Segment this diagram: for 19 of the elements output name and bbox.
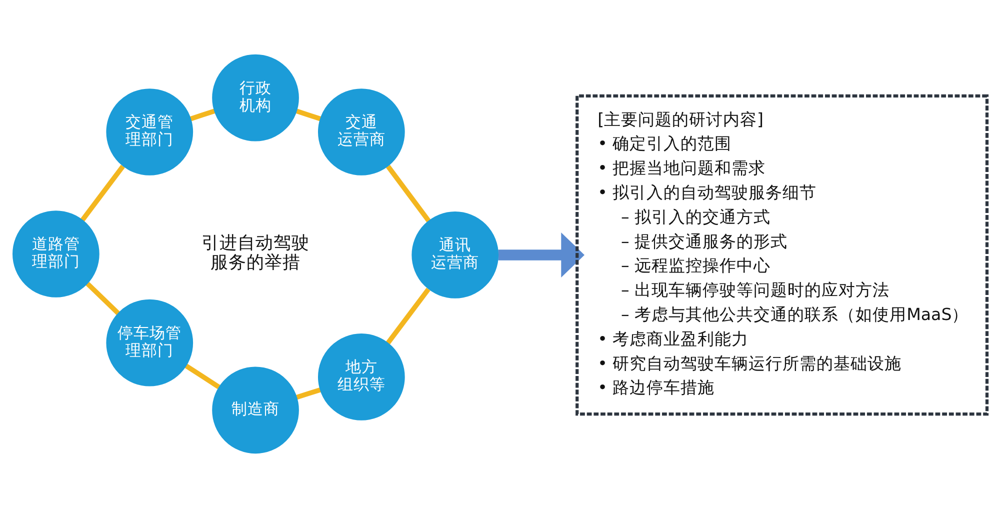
connector	[184, 363, 220, 389]
connector	[296, 386, 322, 400]
node-circle: 停车场管理部门	[106, 298, 194, 386]
node-box: [主要问题的研讨内容] • 确定引入的范围 • 把握当地问题和需求 • 拟引入的自动驾驶服务细节 – 拟引入的交通方式 – 提供交通服务的形式 – 远程监控操作中心 – 出现车辆停驶等问题时的应对方法 – 考虑与其他公共交通的联系（如使用MaaS） • 考虑商业盈利能力 • 研究自动驾驶车辆运行所需的基础设施 • 路边停车措施	[576, 94, 989, 416]
node-circle: 行政机构	[212, 54, 299, 141]
connector	[296, 108, 322, 121]
node-text: 引进自动驾驶服务的举措	[202, 233, 310, 273]
node-circle: 道路管理部门	[12, 210, 100, 297]
node-circle: 交通管理部门	[106, 88, 194, 175]
node-circle: 通讯运营商	[412, 211, 499, 298]
node-circle: 交通运营商	[318, 88, 405, 175]
connector	[86, 281, 120, 315]
node-circle: 制造商	[212, 366, 299, 454]
connector	[386, 164, 431, 222]
node-circle: 地方组织等	[318, 333, 405, 420]
connector	[80, 164, 125, 221]
connector	[190, 108, 216, 121]
connector	[386, 287, 430, 344]
arrow	[498, 232, 584, 277]
